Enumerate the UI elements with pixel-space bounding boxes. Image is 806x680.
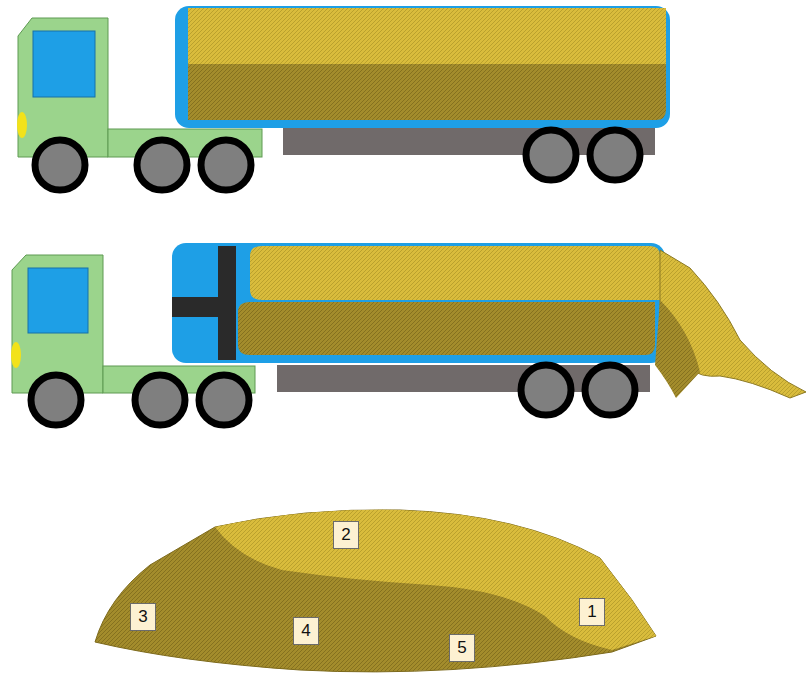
truck-unloading bbox=[11, 243, 806, 425]
callout-number: 4 bbox=[293, 617, 318, 645]
truck-loaded bbox=[17, 6, 670, 190]
material-pile bbox=[95, 510, 656, 672]
callout-number: 5 bbox=[449, 634, 474, 662]
callout-number: 1 bbox=[579, 598, 604, 626]
callout-number: 2 bbox=[333, 521, 358, 549]
callout-number: 3 bbox=[130, 603, 155, 631]
